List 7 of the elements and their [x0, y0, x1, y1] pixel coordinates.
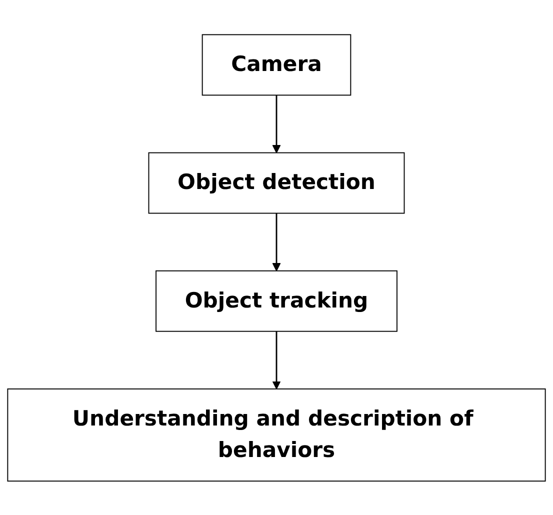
- arrow: [272, 330, 281, 389]
- arrow: [272, 212, 281, 271]
- node-box: Camera: [202, 34, 352, 96]
- node-box: Object detection: [148, 152, 405, 214]
- node-box: Object tracking: [156, 270, 398, 332]
- node-box: Understanding and description of behaviors: [7, 388, 546, 482]
- arrow: [272, 94, 281, 153]
